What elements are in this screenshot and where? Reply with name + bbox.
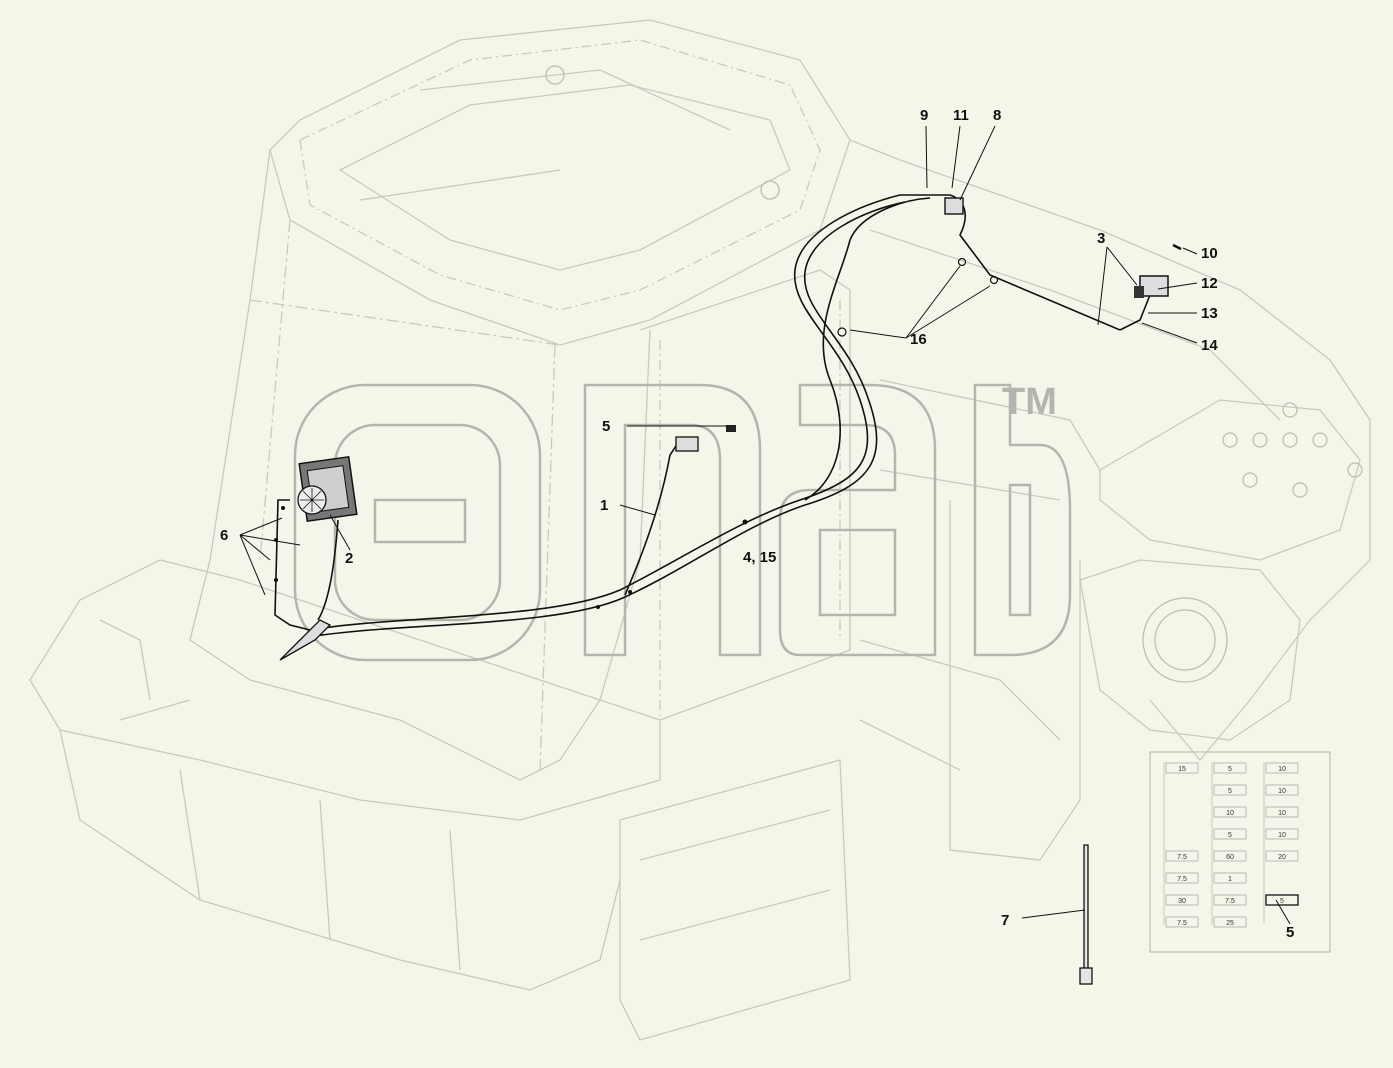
fuse-value: 20 <box>1278 854 1286 861</box>
camera-component <box>1134 275 1169 298</box>
fuse-slot <box>1165 894 1199 906</box>
fuse-slot <box>1213 872 1247 884</box>
fuse-slot <box>1265 762 1299 774</box>
fuse-slot <box>1165 872 1199 884</box>
fuse-value: 5 <box>1228 766 1232 773</box>
fuse-slot <box>1213 828 1247 840</box>
fuse-value: 10 <box>1226 810 1234 817</box>
fuse-value: 7.5 <box>1177 854 1187 861</box>
callout-10: 10 <box>1201 245 1218 262</box>
fuse-value: 30 <box>1178 898 1186 905</box>
fuse-value: 10 <box>1278 832 1286 839</box>
cable-tie <box>1079 844 1093 985</box>
fuse-slot <box>1213 762 1247 774</box>
highlighted-fuse-slot <box>1265 894 1299 906</box>
highlighted-fuse-value: 5 <box>1280 898 1284 905</box>
fuse-value: 10 <box>1278 788 1286 795</box>
fuse-slot <box>1213 784 1247 796</box>
fuse-slot <box>1265 828 1299 840</box>
callout-7: 7 <box>1001 912 1010 929</box>
fuse-slot <box>1213 806 1247 818</box>
fuse-slot <box>1213 850 1247 862</box>
connector-8 <box>944 197 964 215</box>
callout-13: 13 <box>1201 305 1218 322</box>
callout-2: 2 <box>345 550 354 567</box>
fuse-slot <box>1165 762 1199 774</box>
fuse-value: 60 <box>1226 854 1234 861</box>
callout-16: 16 <box>910 331 927 348</box>
fuse-slot <box>1213 916 1247 928</box>
fuse-slot <box>1165 916 1199 928</box>
callout-14: 14 <box>1201 337 1218 354</box>
fuse-value: 10 <box>1278 766 1286 773</box>
fuse-value: 7.5 <box>1177 920 1187 927</box>
fuse-slot <box>1265 806 1299 818</box>
fuse-slot <box>1213 894 1247 906</box>
fuse-value: 7.5 <box>1225 898 1235 905</box>
callout-5: 5 <box>602 418 611 435</box>
trademark-mark: TM <box>1002 381 1057 423</box>
fuse-slot <box>1265 850 1299 862</box>
callout-3: 3 <box>1097 230 1106 247</box>
callout-8: 8 <box>993 107 1002 124</box>
fuse-slot <box>1165 850 1199 862</box>
fuse-value: 10 <box>1278 810 1286 817</box>
fuse-value: 25 <box>1226 920 1234 927</box>
display-unit <box>297 455 358 523</box>
callout-6: 6 <box>220 527 229 544</box>
fuse-value: 5 <box>1228 832 1232 839</box>
callout-5-inset: 5 <box>1286 924 1295 941</box>
fuse-value: 15 <box>1178 766 1186 773</box>
fuse-value: 5 <box>1228 788 1232 795</box>
callout-11: 11 <box>953 107 969 124</box>
callout-1: 1 <box>600 497 609 514</box>
callout-9: 9 <box>920 107 929 124</box>
fuse-value: 1 <box>1228 876 1232 883</box>
callout-4-15: 4, 15 <box>743 549 777 566</box>
fuse-value: 7.5 <box>1177 876 1187 883</box>
callout-12: 12 <box>1201 275 1218 292</box>
fuse-slot <box>1265 784 1299 796</box>
